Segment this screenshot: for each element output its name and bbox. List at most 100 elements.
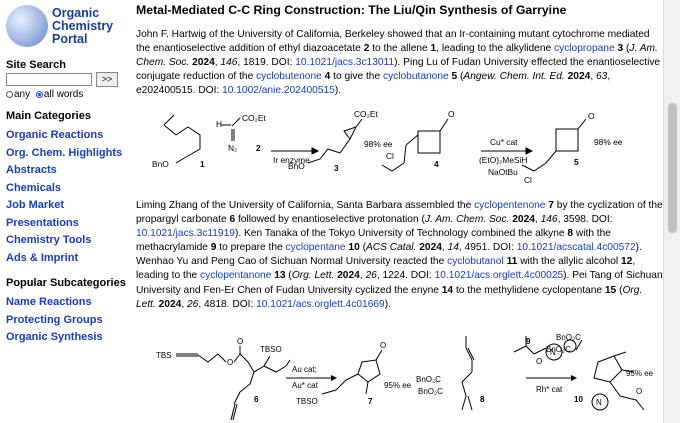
main-content: Metal-Mediated C-C Ring Construction: Th… xyxy=(136,0,664,423)
journal-year: 2024 xyxy=(512,214,535,226)
label-rh-cat: Rh* cat xyxy=(536,385,563,394)
label-base: NaOtBu xyxy=(488,167,518,177)
logo-line-3: Portal xyxy=(52,32,88,46)
label-compound-4: 4 xyxy=(434,159,439,169)
menu-chemistry-tools[interactable]: Chemistry Tools xyxy=(6,234,92,246)
journal-name: ACS Catal. xyxy=(366,242,417,254)
menu-ads-imprint[interactable]: Ads & Imprint xyxy=(6,251,79,264)
menu-presentations[interactable]: Presentations xyxy=(6,216,79,229)
radio-all-words[interactable] xyxy=(35,90,43,98)
text: to the methylidene cyclopentane xyxy=(453,284,605,296)
compound-number: 4 xyxy=(324,71,331,83)
text: ). Pei Tang of Sichuan University and Fe… xyxy=(136,270,663,296)
label-silane: (EtO)₂MeSiH xyxy=(479,155,527,165)
label-cu-cat: Cu* cat xyxy=(490,137,518,147)
link-cyclopropane[interactable]: cyclopropane xyxy=(554,43,615,55)
link-cyclopentane[interactable]: cyclopentane xyxy=(285,242,346,254)
text: , 3598. DOI: xyxy=(557,214,613,226)
label-bno-3: BnO xyxy=(288,161,305,171)
label-compound-7: 7 xyxy=(368,397,373,406)
radio-any-label: any xyxy=(14,89,31,100)
label-bno2c-10a: BnO₂C xyxy=(556,333,581,342)
menu-abstracts[interactable]: Abstracts xyxy=(6,164,57,176)
compound-number: 1 xyxy=(430,43,437,55)
link-cyclobutanone[interactable]: cyclobutanone xyxy=(382,71,449,83)
text: , e202400515. DOI: xyxy=(136,71,611,97)
doi-link[interactable]: 10.1002/anie.202400515 xyxy=(222,85,335,97)
label-ee-5: 98% ee xyxy=(594,137,623,147)
site-logo[interactable]: Organic Chemistry Portal xyxy=(4,3,124,51)
journal-year: 2024 xyxy=(419,242,442,254)
text: , leading to the alkylidene xyxy=(436,43,555,55)
text: ). Wenhao Yu and Peng Cao of Sichuan Nor… xyxy=(136,242,642,268)
label-co2et-3: CO₂Et xyxy=(354,109,378,119)
search-button[interactable]: >> xyxy=(96,72,118,87)
label-compound-5: 5 xyxy=(574,157,579,167)
menu-organic-reactions[interactable]: Organic Reactions xyxy=(6,129,104,141)
doi-link[interactable]: 10.1021/acscatal.4c00572 xyxy=(516,242,636,254)
link-cyclopentenone[interactable]: cyclopentenone xyxy=(474,200,546,211)
label-tbso-6: TBSO xyxy=(260,345,282,354)
label-co2et-2: CO₂Et xyxy=(242,113,266,123)
link-cyclobutenone[interactable]: cyclobutenone xyxy=(256,71,322,83)
text: with the allylic alcohol xyxy=(517,256,621,268)
main-categories-menu: Organic Reactions Org. Chem. Highlights … xyxy=(6,127,122,267)
text: ( xyxy=(616,284,623,296)
text: ). xyxy=(334,85,342,97)
menu-chemicals[interactable]: Chemicals xyxy=(6,181,62,194)
text: to give the xyxy=(330,71,383,83)
reaction-scheme-2: TBS O O TBSO 6 Au cat; Au* cat O 95% ee … xyxy=(156,333,654,421)
radio-any[interactable] xyxy=(6,90,13,98)
logo-text: Organic Chemistry Portal xyxy=(52,7,113,46)
logo-line-1: Organic xyxy=(52,6,100,20)
menu-protecting-groups[interactable]: Protecting Groups xyxy=(6,313,103,326)
search-mode: any all words xyxy=(6,89,83,100)
journal-name: J. Am. Chem. Soc. xyxy=(136,43,658,69)
doi-link[interactable]: 10.1021/acs.orglett.4c01669 xyxy=(256,298,385,310)
label-compound-2: 2 xyxy=(256,143,261,153)
menu-job-market[interactable]: Job Market xyxy=(6,199,65,211)
compound-number: 13 xyxy=(274,270,286,282)
journal-volume: 26 xyxy=(365,270,377,282)
compound-number: 5 xyxy=(451,71,458,83)
compound-number: 3 xyxy=(617,43,624,55)
text: followed by enantioselective protonation… xyxy=(235,214,425,226)
text: , leading to the xyxy=(136,256,636,282)
label-o-5: O xyxy=(588,111,595,121)
label-bno2c-8b: BnO₂C xyxy=(418,387,443,396)
paragraph-2: Liming Zhang of the University of Califo… xyxy=(136,200,663,310)
scrollbar-thumb[interactable] xyxy=(668,103,677,233)
popular-subcategories-title: Popular Subcategories xyxy=(6,277,126,289)
doi-link[interactable]: 10.1021/acs.orglett.4c00025 xyxy=(434,270,564,282)
journal-volume: 63 xyxy=(595,71,608,83)
main-categories-title: Main Categories xyxy=(6,110,91,122)
label-o-6a: O xyxy=(227,358,233,367)
compound-number: 10 xyxy=(348,242,360,254)
doi-link[interactable]: 10.1021/jacs.3c13011 xyxy=(295,57,395,69)
menu-name-reactions[interactable]: Name Reactions xyxy=(6,296,92,308)
link-cyclopentanone[interactable]: cyclopentanone xyxy=(200,270,272,282)
text: ). Ping Lu of Fudan University effected … xyxy=(136,57,661,83)
search-input[interactable] xyxy=(6,73,92,86)
menu-organic-synthesis[interactable]: Organic Synthesis xyxy=(6,331,103,343)
text: ). Ken Tanaka of the Tokyo University of… xyxy=(234,228,568,240)
compound-number: 12 xyxy=(620,256,633,268)
doi-link[interactable]: 10.1021/jacs.3c11919 xyxy=(136,228,235,240)
label-bno-1: BnO xyxy=(152,159,169,169)
label-ee-10: 95% ee xyxy=(626,369,654,378)
label-h: H xyxy=(216,119,222,129)
vertical-scrollbar[interactable] xyxy=(663,0,680,423)
text: ( xyxy=(359,242,366,254)
label-o-10: O xyxy=(636,387,642,396)
journal-name: J. Am. Chem. Soc. xyxy=(424,214,510,226)
logo-globe-icon xyxy=(6,5,48,47)
text: , 1224. DOI: xyxy=(376,270,435,282)
journal-volume: 146 xyxy=(220,57,238,69)
journal-volume: 146 xyxy=(540,214,558,226)
menu-org-chem-highlights[interactable]: Org. Chem. Highlights xyxy=(6,146,123,159)
label-bno2c-10b: BnO₂C xyxy=(546,345,571,354)
journal-year: 2024 xyxy=(158,298,182,310)
compound-number: 15 xyxy=(604,284,617,296)
link-cyclobutanol[interactable]: cyclobutanol xyxy=(447,256,504,268)
text: John F. Hartwig of the University of Cal… xyxy=(136,29,650,55)
